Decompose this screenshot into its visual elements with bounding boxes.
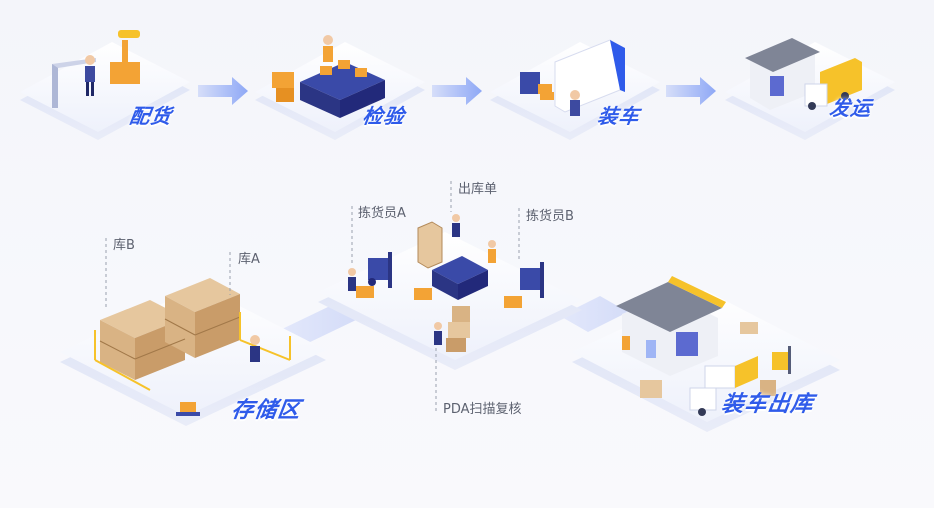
loading-out-label: 装车出库 [719, 392, 816, 417]
tile-storage [60, 278, 326, 426]
arrow-2-icon [432, 77, 482, 105]
forklift-yellow [772, 346, 791, 374]
warehouse-building [616, 276, 726, 376]
annotation-pda-scan: PDA扫描复核 [443, 402, 522, 417]
connector-storage-picking [280, 306, 356, 344]
forklift-truck-scene [520, 39, 625, 116]
arrow-1-icon [198, 77, 248, 105]
annotation-warehouse-b: 库B [113, 238, 135, 253]
conveyor-machine [414, 256, 488, 300]
arrow-3-icon [666, 77, 716, 105]
annotation-picker-b: 拣货员B [526, 209, 574, 224]
warehouse-truck-scene [745, 38, 862, 110]
annotation-picker-a: 拣货员A [358, 206, 406, 221]
step-label-distribution: 配货 [128, 104, 174, 128]
forklift-b [504, 262, 544, 308]
annotation-lines [105, 181, 520, 412]
delivery-truck [689, 356, 758, 416]
tile-loading-out [572, 276, 840, 432]
forklift-a [356, 252, 392, 298]
inspection-scene [272, 35, 385, 118]
step-label-loading: 装车 [596, 104, 642, 128]
small-shelf [417, 221, 443, 269]
step-label-shipping: 发运 [828, 96, 874, 120]
connector-picking-loading [560, 296, 628, 332]
robot-arm-scene [52, 30, 140, 108]
step-label-inspection: 检验 [361, 104, 407, 128]
annotation-warehouse-a: 库A [238, 252, 260, 267]
tile-picking [318, 214, 582, 370]
annotation-outbound-order: 出库单 [458, 182, 498, 197]
storage-area-label: 存储区 [229, 398, 303, 423]
storage-racks [94, 278, 291, 391]
tile-distribution [20, 42, 190, 140]
